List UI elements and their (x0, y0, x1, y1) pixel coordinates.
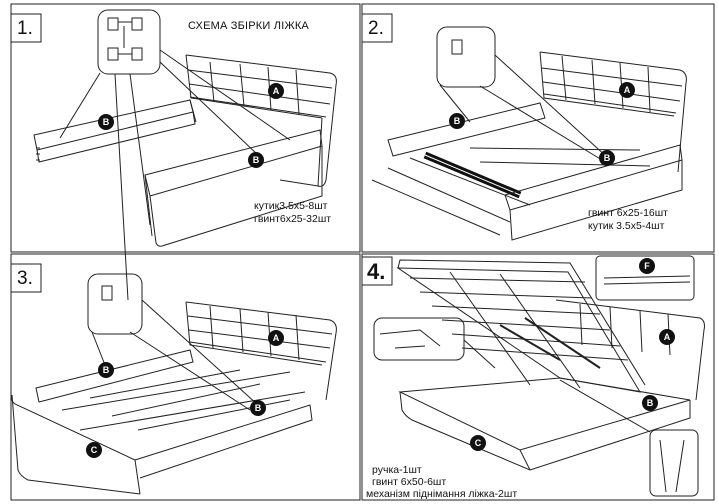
svg-text:C: C (475, 438, 482, 448)
part-a-marker-2 (619, 82, 635, 98)
part-b-marker-7 (642, 395, 658, 411)
part-a-letter: A (273, 86, 280, 96)
part-c-marker-2 (470, 435, 486, 451)
part-b-marker-1 (98, 114, 114, 130)
step-2-number: 2. (368, 18, 384, 39)
step-3-number: 3. (17, 268, 33, 289)
step-2-note-2: кутик 3.5x5-4шт (588, 220, 665, 232)
svg-text:C: C (91, 445, 98, 455)
svg-text:A: A (273, 333, 280, 343)
svg-text:B: B (103, 117, 110, 127)
svg-text:B: B (255, 403, 262, 413)
part-label-markers: A B B A B B A B B C A B C F (86, 82, 675, 458)
part-c-marker (86, 442, 102, 458)
step-4-number: 4. (367, 259, 386, 284)
step-1-number: 1. (17, 18, 33, 39)
svg-text:F: F (644, 261, 650, 271)
panel-4-frame (361, 253, 715, 501)
panel-2-bed-drawing (371, 26, 687, 241)
step-4-note-1: ручка-1шт (372, 464, 422, 476)
part-b-marker-5 (98, 362, 114, 378)
svg-text:A: A (624, 85, 631, 95)
step-4-note-3: механізм піднімання ліжка-2шт (366, 488, 518, 500)
svg-text:B: B (253, 155, 260, 165)
step-4-note-2: гвинт 6x50-6шт (372, 476, 447, 488)
panel-3-bed-drawing (10, 273, 337, 495)
part-a-marker-1 (268, 83, 284, 99)
part-f-marker (639, 258, 655, 274)
panel-1-frame (10, 3, 361, 253)
svg-text:B: B (103, 365, 110, 375)
step-1-note-2: гвинт6x25-32шт (254, 213, 332, 225)
svg-text:B: B (647, 398, 654, 408)
step-1-note-1: кутик3.5x5-8шт (254, 200, 328, 212)
panel-1-bed-drawing (33, 9, 337, 301)
panel-2-frame (361, 3, 715, 253)
part-b-marker-3 (449, 113, 465, 129)
diagram-title: СХЕМА ЗБІРКИ ЛІЖКА (188, 20, 309, 32)
part-b-marker-2 (248, 152, 264, 168)
svg-text:B: B (454, 116, 461, 126)
part-a-marker-3 (268, 330, 284, 346)
part-b-marker-6 (250, 400, 266, 416)
svg-text:A: A (664, 332, 671, 342)
part-a-marker-4 (659, 329, 675, 345)
part-b-marker-4 (599, 150, 615, 166)
svg-text:B: B (604, 153, 611, 163)
panel-4-bed-drawing (373, 255, 705, 497)
panel-3-frame (10, 253, 361, 501)
step-2-note-1: гвинт 6x25-16шт (588, 207, 668, 219)
